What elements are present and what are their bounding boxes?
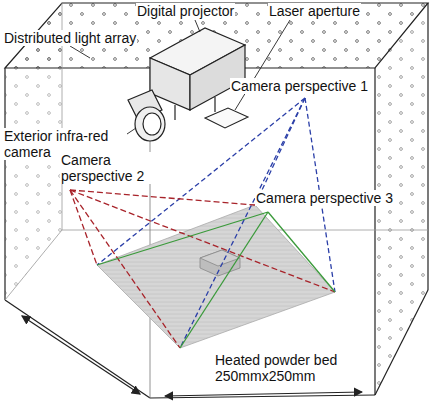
label-text: Laser aperture — [268, 3, 361, 19]
infra-red-camera — [128, 90, 165, 141]
label-text: Distributed light array — [3, 30, 137, 46]
label-text: Camera perspective 1 — [230, 78, 369, 94]
powder-bed — [97, 205, 335, 348]
laser-aperture — [205, 108, 248, 128]
printed-part — [200, 250, 240, 276]
chamber-outline — [5, 3, 428, 398]
dimension-arrow — [165, 392, 362, 396]
label-text: Camera perspective 3 — [255, 190, 394, 206]
dimension-arrow — [22, 316, 140, 394]
label-text: Camera perspective 2 — [60, 152, 154, 184]
digital-projector — [150, 28, 245, 120]
label-text: Heated powder bed 250mmx250mm — [214, 352, 366, 384]
label-text: Digital projector — [136, 3, 235, 19]
